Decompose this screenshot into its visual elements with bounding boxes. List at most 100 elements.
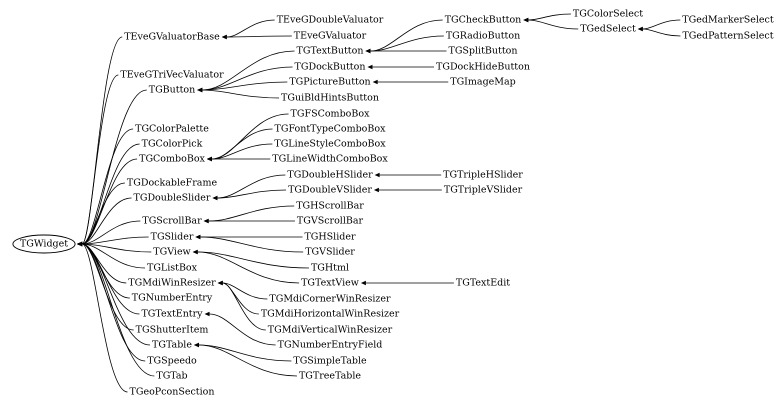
class-label: TGDockHideButton (436, 62, 530, 73)
class-node-t-eve-g-tri-vec-valuator: TEveGTriVecValuator (120, 70, 224, 81)
class-label: TGScrollBar (142, 216, 202, 227)
class-label: TGWidget (20, 239, 68, 250)
arrowhead (206, 156, 212, 162)
class-node-tg-mdi-horizontal-win-resizer: TGMdiHorizontalWinResizer (261, 309, 400, 320)
class-node-tg-text-edit: TGTextEdit (456, 278, 510, 289)
inheritance-edge (642, 28, 681, 37)
class-label: TGDoubleHSlider (287, 170, 373, 181)
inheritance-edge (81, 143, 140, 245)
inheritance-edge (217, 189, 287, 199)
class-node-tgfs-combo-box: TGFSComboBox (291, 109, 371, 120)
class-node-tg-button: TGButton (149, 85, 196, 96)
class-node-tg-html: TGHtml (311, 263, 349, 274)
class-label: TGLineWidthComboBox (272, 154, 388, 165)
arrowhead (193, 342, 199, 348)
inheritance-edge (197, 251, 309, 269)
class-node-t-ged-marker-select: TGedMarkerSelect (682, 15, 774, 26)
class-node-tg-double-v-slider: TGDoubleVSlider (288, 185, 372, 196)
class-label: TGDockableFrame (127, 178, 218, 189)
class-label: TGColorSelect (573, 9, 643, 20)
class-node-tg-radio-button: TGRadioButton (446, 31, 520, 42)
class-node-tg-check-button: TGCheckButton (445, 15, 522, 26)
class-label: TGTripleVSlider (444, 185, 523, 196)
class-node-tg-combo-box: TGComboBox (139, 154, 205, 165)
inheritance-edge (528, 19, 579, 30)
arrowhead (77, 241, 83, 247)
inheritance-edge (81, 243, 155, 377)
class-label: TGTable (152, 340, 192, 351)
class-label: TGTextEntry (141, 309, 203, 320)
inheritance-edge (81, 36, 123, 245)
class-node-tg-text-entry: TGTextEntry (141, 309, 203, 320)
class-label: TGTextEdit (456, 278, 510, 289)
class-node-tg-line-style-combo-box: TGLineStyleComboBox (274, 139, 386, 150)
class-node-tgh-slider: TGHSlider (304, 232, 355, 243)
class-node-tg-mdi-corner-win-resizer: TGMdiCornerWinResizer (269, 294, 391, 305)
class-node-tg-mdi-vertical-win-resizer: TGMdiVerticalWinResizer (268, 325, 393, 336)
class-node-tgh-scroll-bar: TGHScrollBar (296, 201, 364, 212)
class-label: TGMdiCornerWinResizer (269, 294, 391, 305)
class-node-tg-number-entry: TGNumberEntry (132, 293, 213, 304)
inheritance-edge (222, 282, 259, 315)
inheritance-edge (642, 19, 681, 30)
class-node-tg-simple-table: TGSimpleTable (293, 356, 367, 367)
class-label: TGTab (156, 371, 187, 382)
class-label: TGButton (149, 85, 196, 96)
class-node-tg-list-box: TGListBox (147, 263, 198, 274)
class-label: TGNumberEntry (132, 293, 213, 304)
inheritance-edge (82, 236, 149, 245)
class-node-tg-color-palette: TGColorPalette (135, 124, 209, 135)
arrowhead (212, 195, 218, 201)
arrowhead (523, 17, 529, 23)
class-label: TGLineStyleComboBox (274, 139, 386, 150)
class-label: TGTextView (301, 278, 359, 289)
class-label: TGDockButton (295, 62, 366, 73)
class-label: TEveGValuatorBase (124, 32, 220, 43)
class-node-t-ged-pattern-select: TGedPatternSelect (682, 31, 773, 42)
class-label: TGHSlider (304, 232, 355, 243)
class-node-tg-triple-v-slider: TGTripleVSlider (444, 185, 523, 196)
class-label: TGSplitButton (449, 46, 518, 57)
class-node-tg-picture-button: TGPictureButton (289, 77, 370, 88)
class-node-tg-double-slider: TGDoubleSlider (134, 193, 211, 204)
inheritance-edge (226, 35, 292, 38)
inheritance-edge (81, 74, 119, 245)
inheritance-edge (81, 128, 134, 245)
class-node-t-eve-g-double-valuator: TEveGDoubleValuator (277, 15, 384, 26)
class-label: TGTreeTable (299, 371, 361, 382)
inheritance-edge (82, 243, 145, 269)
class-label: TGeoPconSection (130, 387, 215, 398)
arrowhead (204, 311, 210, 317)
arrowhead (197, 87, 203, 93)
inheritance-edge (226, 19, 275, 38)
class-node-tg-color-pick: TGColorPick (142, 139, 203, 150)
class-label: TGView (153, 247, 190, 258)
class-label: TGPictureButton (289, 77, 370, 88)
inheritance-edge (528, 13, 571, 21)
class-node-tg-scroll-bar: TGScrollBar (142, 216, 202, 227)
class-label: TGRadioButton (446, 31, 520, 42)
class-label: TGTripleHSlider (443, 170, 523, 181)
inheritance-edge (198, 344, 297, 377)
class-node-tg-widget: TGWidget (12, 234, 76, 254)
class-label: TEveGValuator (294, 31, 367, 42)
arrowhead (367, 64, 373, 70)
class-label: TGedMarkerSelect (682, 15, 774, 26)
class-label: TGNumberEntryField (278, 340, 383, 351)
inheritance-edge (82, 243, 152, 253)
class-node-tgv-scroll-bar: TGVScrollBar (297, 216, 364, 227)
class-node-tgv-slider: TGVSlider (305, 247, 355, 258)
arrowhead (203, 218, 209, 224)
edges-layer (77, 13, 681, 393)
inheritance-edge (202, 50, 295, 91)
arrowhead (374, 172, 380, 178)
class-node-tg-mdi-win-resizer: TGMdiWinResizer (128, 278, 216, 289)
class-label: TGMdiHorizontalWinResizer (261, 309, 400, 320)
arrowhead (221, 34, 227, 40)
inheritance-edge (370, 35, 444, 52)
inheritance-edge (81, 243, 134, 331)
class-node-tg-text-button: TGTextButton (297, 46, 364, 57)
inheritance-edge (202, 66, 293, 91)
